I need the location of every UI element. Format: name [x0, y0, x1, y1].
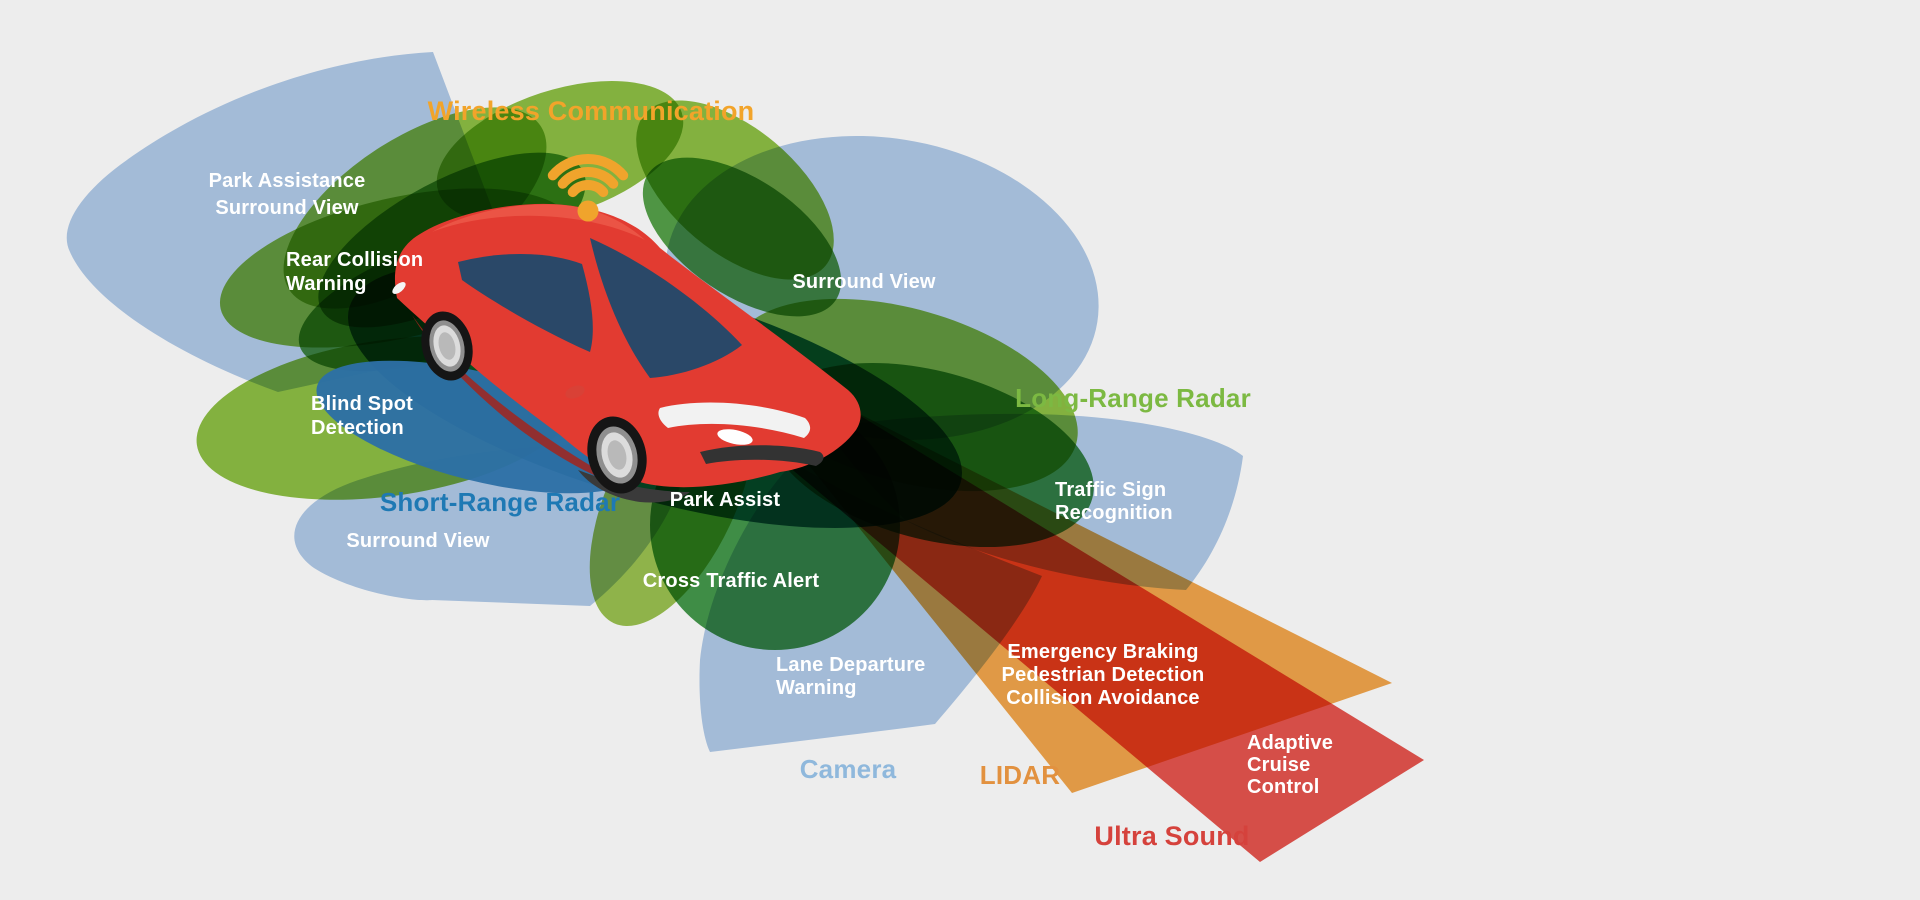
label-emergency-braking-group: Emergency Braking Pedestrian Detection C… — [1001, 641, 1205, 709]
beam-ultrasound — [776, 396, 1424, 862]
label-park-assistance: Park Assistance Surround View — [208, 170, 366, 219]
label-park-assist: Park Assist — [669, 489, 781, 511]
label-lidar: LIDAR — [979, 760, 1061, 790]
label-rear-collision-warning: Rear Collision Warning — [286, 249, 424, 295]
car-mirror — [565, 385, 585, 399]
label-camera: Camera — [799, 754, 897, 784]
car-headlight — [658, 402, 811, 438]
label-blind-spot-detection: Blind Spot Detection — [311, 393, 413, 439]
car-side-window — [458, 253, 593, 352]
car-grille — [700, 445, 824, 466]
zone-under-car — [316, 360, 644, 494]
petal-radar-up-right-inner — [642, 157, 842, 317]
wifi-icon — [547, 154, 629, 222]
label-cross-traffic-alert: Cross Traffic Alert — [642, 570, 820, 592]
car-wheel-front — [587, 416, 647, 494]
car-taillight — [392, 282, 406, 294]
label-lane-departure-warning: Lane Departure Warning — [776, 654, 926, 699]
car-illustration — [392, 203, 861, 503]
car-windshield — [590, 238, 742, 378]
label-surround-view-left: Surround View — [346, 530, 490, 552]
label-ultra-sound: Ultra Sound — [1094, 821, 1250, 851]
car-wheel-rear — [421, 311, 473, 381]
label-short-range-radar: Short-Range Radar — [379, 487, 621, 517]
label-surround-view-right: Surround View — [792, 271, 936, 293]
label-long-range-radar: Long-Range Radar — [1015, 383, 1251, 413]
label-traffic-sign-recognition: Traffic Sign Recognition — [1055, 479, 1173, 524]
label-wireless-communication: Wireless Communication — [427, 96, 755, 126]
label-adaptive-cruise-control: Adaptive Cruise Control — [1247, 732, 1334, 798]
car-headlight-lens — [717, 429, 753, 445]
petal-radar-up — [436, 80, 684, 224]
